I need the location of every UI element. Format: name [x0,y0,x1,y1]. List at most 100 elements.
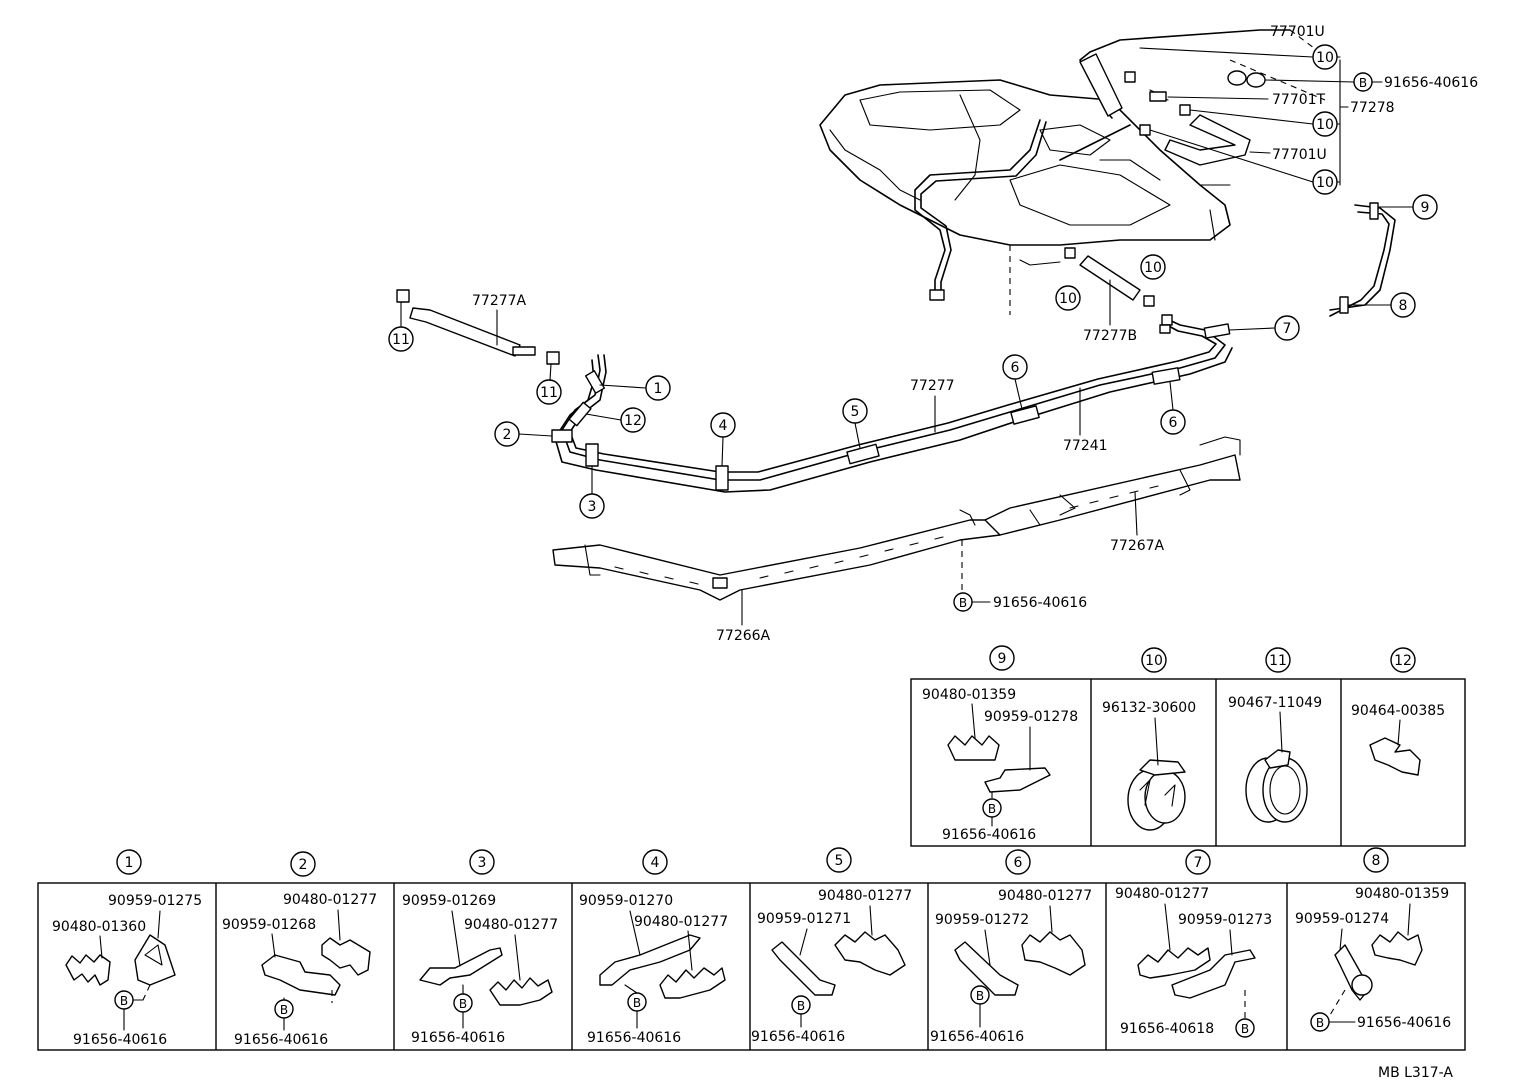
label-8-90959-01274: 90959-01274 [1295,911,1389,927]
label-77701U-top: 77701U [1270,24,1325,40]
label-12-90464-00385: 90464-00385 [1351,703,1445,719]
bolt-B-protector-text: B [959,596,967,610]
tube-callouts: 1 12 2 3 4 5 6 6 7 77277 77241 [494,315,1300,519]
hose-77277B: 10 10 77277B [1055,247,1166,344]
callout-2-panel-text: 2 [299,857,308,873]
tube-protectors: 77267A 77266A B 91656-40616 [552,436,1241,644]
hose-77277A: 77277A 11 11 [388,289,562,405]
callout-5-panel-text: 5 [835,853,844,869]
label-77701T: 77701T [1272,92,1326,108]
callout-11-b [536,379,562,405]
callout-5-panel [826,847,852,873]
bolt-B-7-text: B [1241,1022,1249,1036]
label-10-96132-30600: 96132-30600 [1102,700,1196,716]
callout-6-panel-text: 6 [1014,855,1023,871]
protector-slots [614,485,1159,585]
callout-7-panel [1185,849,1211,875]
label-91656-40616-top: 91656-40616 [1384,75,1478,91]
clamp-panel-upper: 9 10 11 12 90480-01359 90959-01278 B 916… [910,645,1466,847]
label-77277A: 77277A [472,293,527,309]
callout-10-b-text: 10 [1316,117,1334,133]
callout-9-panel-text: 9 [998,651,1007,667]
label-77267A: 77267A [1110,538,1165,554]
callout-2-panel [290,851,316,877]
label-2-90480-01277: 90480-01277 [283,892,377,908]
label-7-91656-40618: 91656-40618 [1120,1021,1214,1037]
label-77241: 77241 [1063,438,1108,454]
bolt-B-4-text: B [633,996,641,1010]
callout-6-panel [1005,849,1031,875]
callout-6-diagram-b-text: 6 [1169,415,1178,431]
label-77701U-bottom: 77701U [1272,147,1327,163]
label-77266A: 77266A [716,628,771,644]
right-tubes-9-8: 9 8 [1329,194,1438,318]
label-9-91656-40616: 91656-40616 [942,827,1036,843]
drawing-code: MB L317-A [1378,1065,1453,1081]
callout-8-panel [1363,847,1389,873]
top-right-labels: 77701U 10 B 91656-40616 77701T 77278 10 … [1139,24,1478,195]
label-9-90480-01359: 90480-01359 [922,687,1016,703]
callout-11-panel-text: 11 [1269,653,1287,669]
label-2-91656-40616: 91656-40616 [234,1032,328,1048]
label-3-91656-40616: 91656-40616 [411,1030,505,1046]
label-8-90480-01359: 90480-01359 [1355,886,1449,902]
callout-11-b-text: 11 [540,385,558,401]
label-91656-40616-protector: 91656-40616 [993,595,1087,611]
bolt-B-5-text: B [797,999,805,1013]
label-77277B: 77277B [1083,328,1137,344]
bolt-B-3-text: B [459,997,467,1011]
label-5-90959-01271: 90959-01271 [757,911,851,927]
callout-8-top-text: 8 [1399,298,1408,314]
callout-12-diagram-text: 12 [624,413,642,429]
label-6-91656-40616: 91656-40616 [930,1029,1024,1045]
callout-10-c-text: 10 [1316,175,1334,191]
label-9-90959-01278: 90959-01278 [984,709,1078,725]
label-6-90959-01272: 90959-01272 [935,912,1029,928]
callout-1-diagram-text: 1 [654,381,663,397]
label-4-90959-01270: 90959-01270 [579,893,673,909]
bolt-B-1-text: B [120,994,128,1008]
label-77277: 77277 [910,378,955,394]
bolt-B-7 [1235,1018,1255,1038]
callout-1-panel-text: 1 [125,855,134,871]
callout-10-panel-text: 10 [1145,653,1163,669]
callout-4-diagram-text: 4 [719,418,728,434]
bolt-B-top-text: B [1359,76,1367,90]
callout-3-panel [469,849,495,875]
label-3-90480-01277: 90480-01277 [464,917,558,933]
callout-4-panel-text: 4 [651,855,660,871]
label-1-91656-40616: 91656-40616 [73,1032,167,1048]
filler-hoses [1079,29,1341,186]
bolt-B-6-text: B [976,989,984,1003]
callout-3-diagram-text: 3 [588,499,597,515]
callout-1-panel [116,849,142,875]
callout-9-panel [989,645,1015,671]
callout-7-panel-text: 7 [1194,855,1203,871]
callout-5-diagram-text: 5 [851,404,860,420]
callout-9-top-text: 9 [1421,200,1430,216]
label-1-90480-01360: 90480-01360 [52,919,146,935]
label-11-90467-11049: 90467-11049 [1228,695,1322,711]
callout-10-panel [1141,647,1167,673]
label-8-91656-40616: 91656-40616 [1357,1015,1451,1031]
callout-7-diagram-text: 7 [1283,321,1292,337]
label-1-90959-01275: 90959-01275 [108,893,202,909]
callout-2-diagram-text: 2 [503,427,512,443]
bolt-B-8-text: B [1316,1016,1324,1030]
label-2-90959-01268: 90959-01268 [222,917,316,933]
label-3-90959-01269: 90959-01269 [402,893,496,909]
callout-10-d-text: 10 [1059,291,1077,307]
bolt-B-9-text: B [988,802,996,816]
callout-10-d [1055,285,1081,311]
callout-6-diagram-a-text: 6 [1011,360,1020,376]
callout-10-e [1140,254,1166,280]
fuel-tank [819,29,1331,315]
callout-3-panel-text: 3 [478,855,487,871]
callout-10-e-text: 10 [1144,260,1162,276]
label-77278: 77278 [1350,100,1395,116]
callout-4-panel [642,849,668,875]
label-4-90480-01277: 90480-01277 [634,914,728,930]
label-7-90959-01273: 90959-01273 [1178,912,1272,928]
callout-12-panel [1390,647,1416,673]
